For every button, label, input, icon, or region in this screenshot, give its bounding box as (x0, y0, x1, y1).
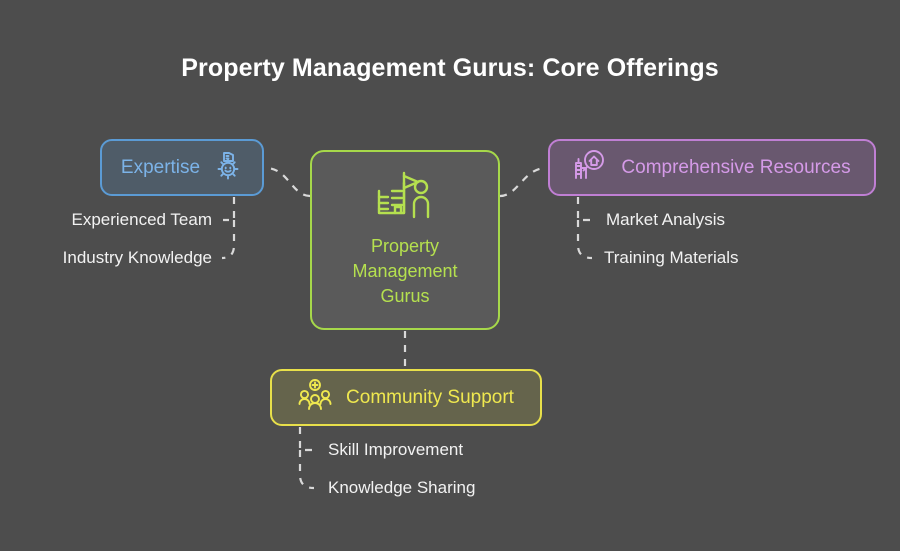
gear-building-icon (213, 150, 243, 185)
house-search-icon (573, 149, 607, 186)
leaf-knowledge-sharing: Knowledge Sharing (328, 478, 476, 497)
edge-center-resources (499, 166, 547, 198)
center-label-line3: Gurus (380, 286, 430, 306)
node-expertise-label: Expertise (120, 156, 201, 178)
edge-community-skill-improvement (298, 427, 318, 452)
leaf-market-analysis: Market Analysis (606, 210, 726, 229)
node-resources-label: Comprehensive Resources (621, 156, 851, 178)
leaf-training-materials: Training Materials (604, 248, 739, 267)
leaf-skill-improvement: Skill Improvement (328, 440, 464, 459)
page-title: Property Management Gurus: Core Offering… (181, 54, 719, 82)
leaf-experienced-team: Experienced Team (71, 210, 213, 229)
people-group-plus-icon (298, 379, 332, 416)
node-community-support[interactable]: Community Support (270, 369, 542, 426)
edge-expertise-industry-knowledge (221, 220, 236, 260)
edge-resources-training-materials (576, 220, 593, 260)
center-label-line1: Property (370, 236, 439, 256)
buildings-person-icon (376, 171, 434, 224)
center-label-line2: Management (352, 261, 458, 281)
node-community-label: Community Support (346, 386, 514, 408)
node-comprehensive-resources[interactable]: Comprehensive Resources (548, 139, 876, 196)
edge-resources-market-analysis (576, 197, 596, 222)
edge-center-expertise (265, 166, 311, 198)
leaf-industry-knowledge: Industry Knowledge (62, 248, 212, 267)
edge-expertise-experienced-team (223, 197, 236, 222)
node-expertise[interactable]: Expertise (100, 139, 264, 196)
edge-community-knowledge-sharing (298, 450, 315, 490)
